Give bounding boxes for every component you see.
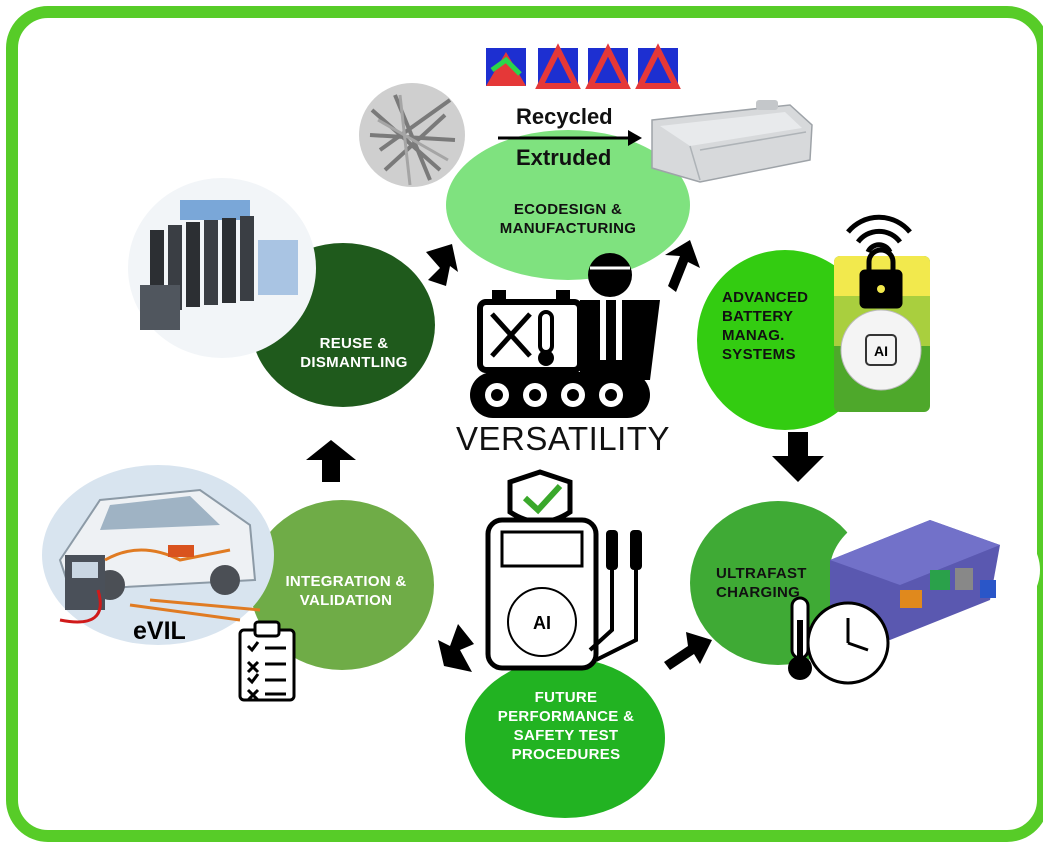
flow-arrows	[306, 240, 824, 672]
battery-module-image	[128, 178, 316, 358]
bms-circle	[697, 250, 873, 430]
battery-tray-image	[651, 100, 813, 183]
stage-charging: ULTRAFAST CHARGING	[716, 565, 807, 601]
center-title: VERSATILITY	[456, 420, 670, 457]
multimeter-ai-icon	[485, 469, 642, 671]
ai-chip-label-2: AI	[874, 343, 888, 359]
extruded-label: Extruded	[516, 145, 612, 170]
evil-label: eVIL	[133, 617, 186, 645]
arrow-charging-to-testing	[664, 632, 712, 670]
car-evil-image	[42, 465, 274, 645]
arrow-bms-to-charging	[772, 432, 824, 482]
arrow-testing-to-integration	[438, 624, 474, 672]
stage-reuse: REUSE & DISMANTLING	[300, 335, 408, 371]
worker-machine-icon	[470, 253, 660, 418]
scrap-aluminium-image	[359, 83, 465, 187]
arrow-eco-to-bms	[665, 240, 700, 292]
stage-testing: FUTURE PERFORMANCE & SAFETY TEST PROCEDU…	[497, 689, 635, 763]
simulation-thumbnails	[486, 43, 681, 89]
checklist-icon	[238, 620, 296, 702]
ai-chip-label-1: AI	[533, 613, 551, 633]
stage-integration: INTEGRATION & VALIDATION	[285, 573, 407, 609]
stage-ecodesign: ECODESIGN & MANUFACTURING	[499, 201, 637, 237]
arrow-reuse-to-eco	[426, 244, 458, 286]
recycled-label: Recycled	[516, 104, 613, 129]
arrow-integration-to-reuse	[306, 440, 356, 482]
stage-bms: ADVANCED BATTERY MANAG. SYSTEMS	[722, 289, 809, 363]
temperature-clock-icon	[788, 596, 890, 685]
testing-circle	[465, 658, 665, 818]
bms-ai-chip	[865, 334, 897, 366]
recycled-arrow	[498, 130, 642, 146]
integration-circle	[250, 500, 434, 670]
ecodesign-circle	[446, 130, 690, 280]
